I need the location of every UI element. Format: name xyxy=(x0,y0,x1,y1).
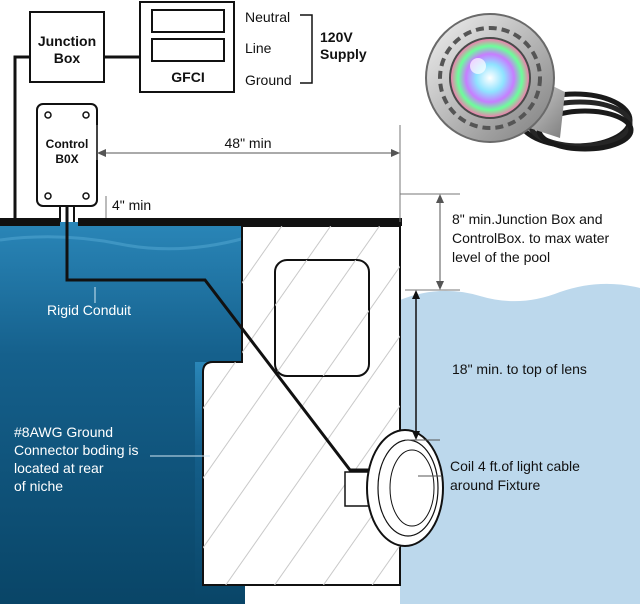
dim-48-arrow-left xyxy=(97,149,106,157)
junction-box-label-1: Junction xyxy=(38,33,96,49)
ground-connector-label-4: of niche xyxy=(14,478,63,494)
faceplate-pattern xyxy=(438,26,542,130)
control-box-screw-1 xyxy=(44,111,52,119)
coil-label-2: around Fixture xyxy=(450,477,540,493)
coil-label-1: Coil 4 ft.of light cable xyxy=(450,458,580,474)
control-box-label-1: Control xyxy=(46,137,89,151)
supply-bracket xyxy=(300,14,313,84)
ground-connector-label-3: located at rear xyxy=(14,460,104,476)
dim-8-arrow-top xyxy=(436,194,444,203)
gfci-slot-2 xyxy=(151,38,225,62)
supply-title-2: Supply xyxy=(320,46,367,62)
control-box-screw-3 xyxy=(44,192,52,200)
control-box-screw-2 xyxy=(82,111,90,119)
ground-connector-label-1: #8AWG Ground xyxy=(14,424,113,440)
rigid-conduit-label: Rigid Conduit xyxy=(47,302,131,318)
deck-right xyxy=(78,218,402,226)
light-lens xyxy=(449,37,531,119)
neutral-label: Neutral xyxy=(245,9,290,25)
line-label: Line xyxy=(245,40,272,56)
dim-48-label: 48" min xyxy=(225,135,272,151)
ground-connector-label-2: Connector boding is xyxy=(14,442,139,458)
dim-18-arrow-top xyxy=(412,290,420,299)
outside-water xyxy=(400,283,640,604)
water-ripple xyxy=(0,235,246,251)
junction-down-wire xyxy=(13,55,30,218)
conduit-wire xyxy=(65,206,370,472)
product-image-pool-light xyxy=(425,13,634,152)
dim-18-arrow-bottom xyxy=(412,431,420,440)
dim-18-label: 18" min. to top of lens xyxy=(452,361,587,377)
control-box-label-2: B0X xyxy=(55,152,78,166)
gfci-slot-1 xyxy=(151,9,225,33)
light-fixture-lens xyxy=(389,449,435,527)
junction-box-label-2: Box xyxy=(54,50,81,66)
dim-8-label-1: 8" min.Junction Box and xyxy=(452,211,603,227)
dim-8-label-2: ControlBox. to max water xyxy=(452,230,610,246)
dim-8-label-3: level of the pool xyxy=(452,249,550,265)
deck-left xyxy=(0,218,60,226)
dim-48-arrow-right xyxy=(391,149,400,157)
gfci-label: GFCI xyxy=(171,69,204,85)
light-fixture xyxy=(366,429,444,547)
dim-4-label: 4" min xyxy=(112,197,151,213)
dim-8-arrow-bottom xyxy=(436,281,444,290)
ground-label: Ground xyxy=(245,72,292,88)
lens-highlight xyxy=(470,58,486,74)
wall-window-hatch xyxy=(275,260,369,376)
control-box-screw-4 xyxy=(82,192,90,200)
supply-title-1: 120V xyxy=(320,29,353,45)
junction-box xyxy=(29,11,105,83)
